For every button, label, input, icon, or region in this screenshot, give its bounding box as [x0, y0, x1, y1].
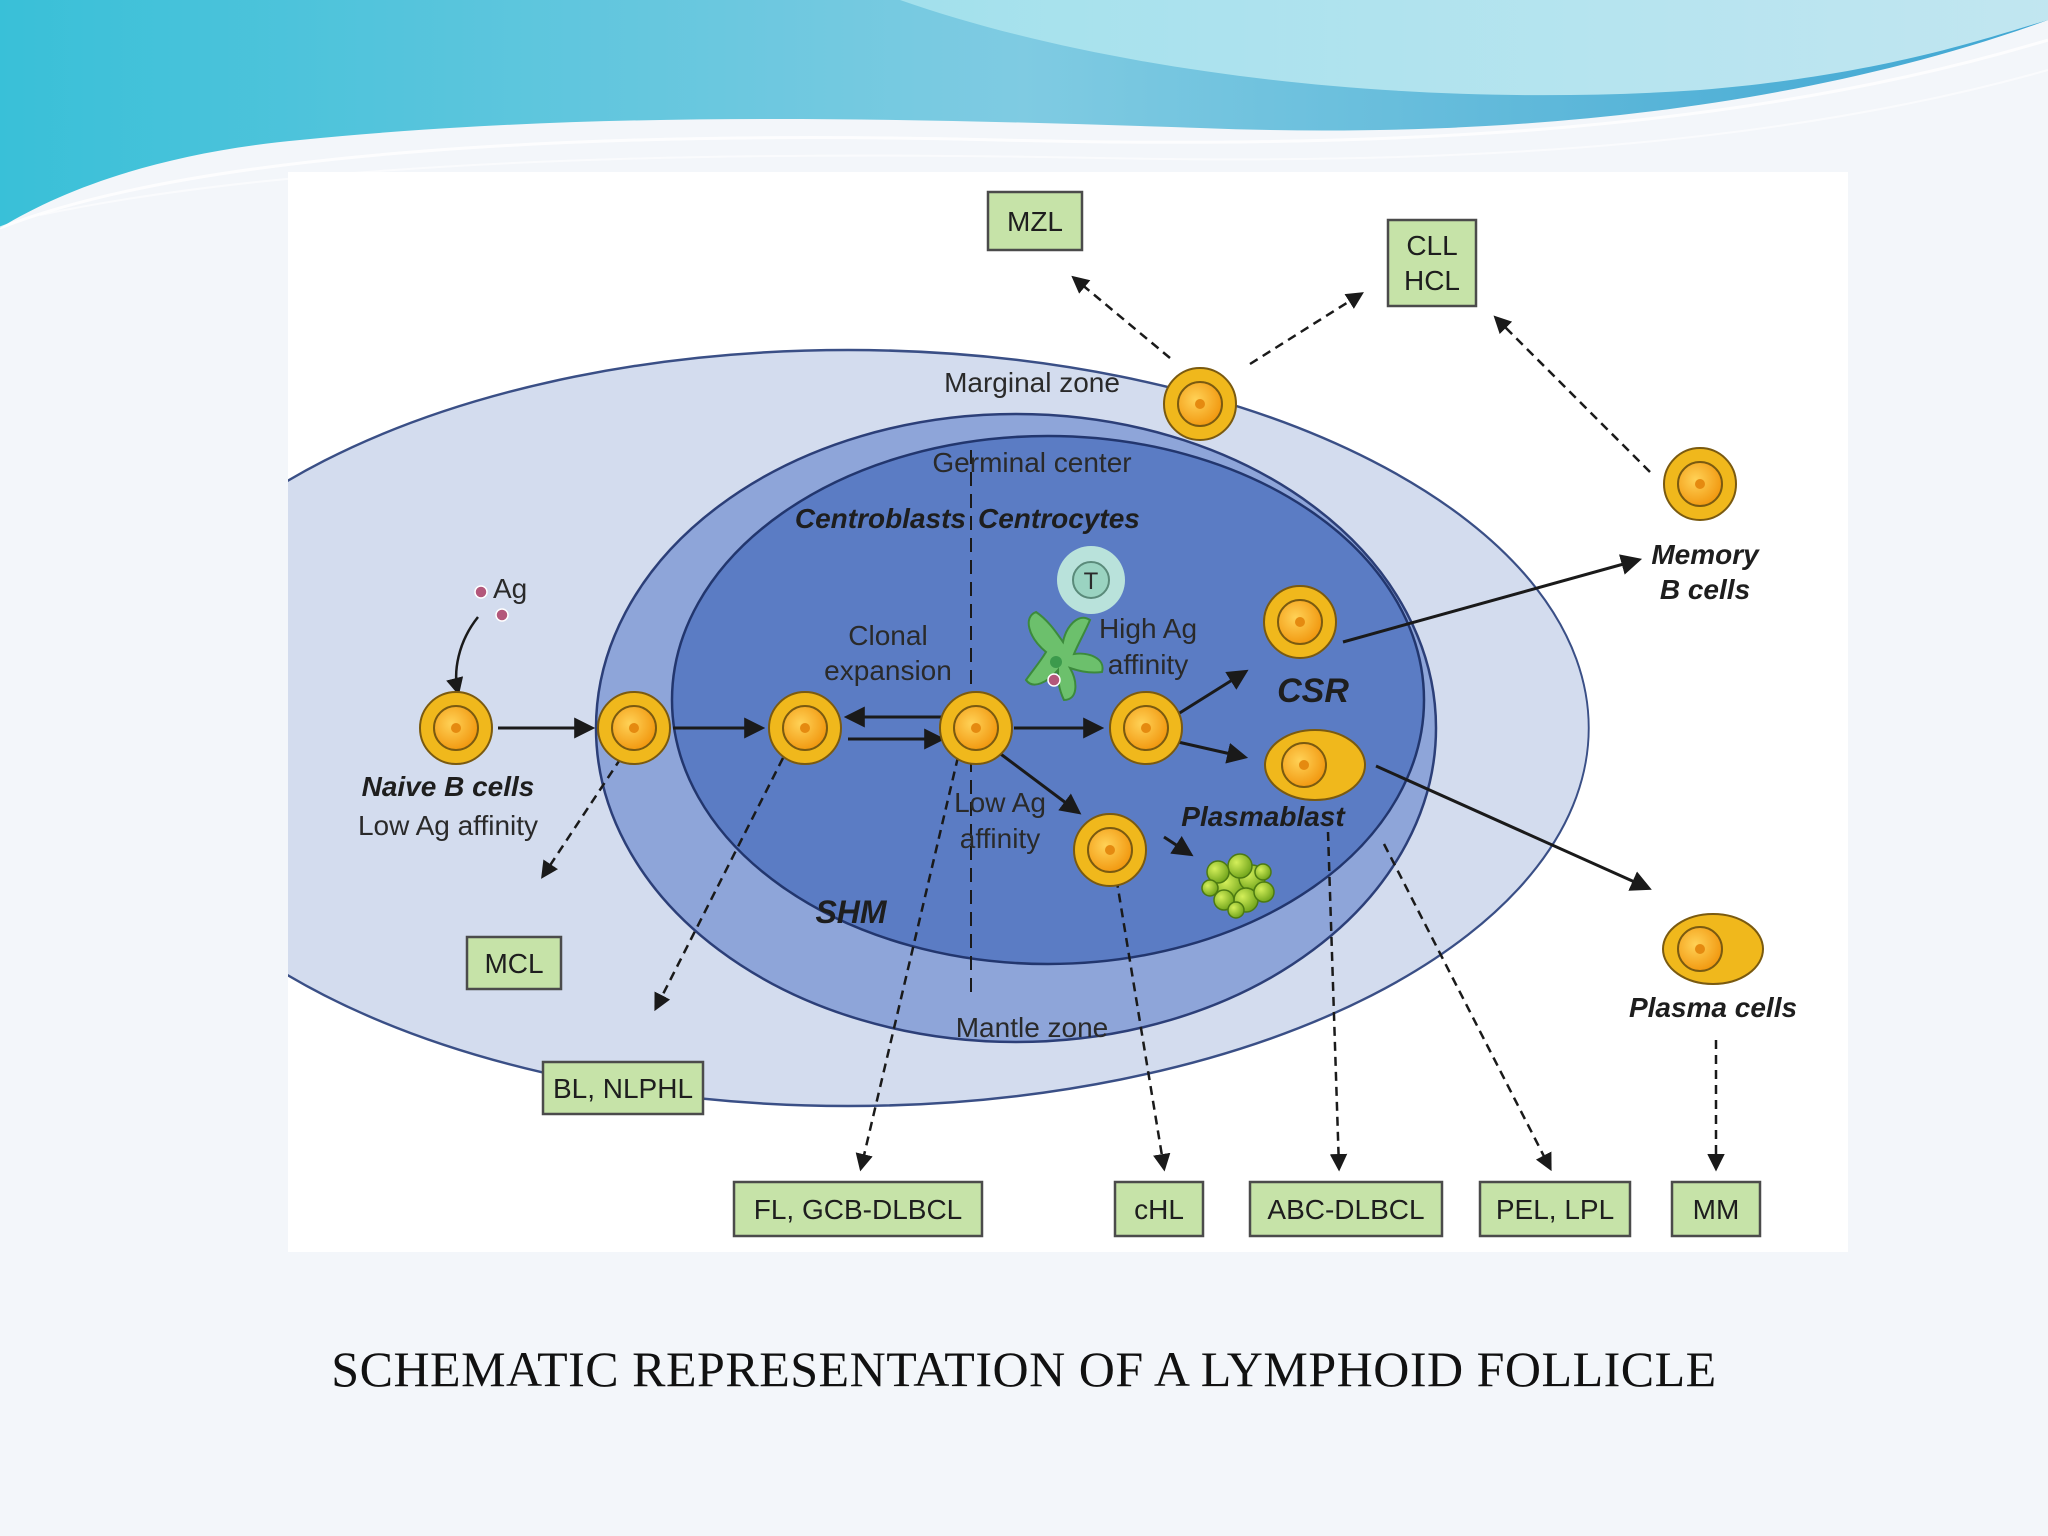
low-affinity-line2: affinity — [960, 823, 1040, 854]
plasmablast-label: Plasmablast — [1181, 801, 1346, 832]
box-cll-label: CLL — [1406, 230, 1457, 261]
box-pel-lpl-label: PEL, LPL — [1496, 1194, 1614, 1225]
centroblast-cell — [768, 691, 842, 765]
shm-label: SHM — [815, 894, 887, 930]
lymphoid-follicle-diagram: Marginal zone Germinal center Mantle zon… — [288, 190, 1797, 1238]
low-affinity-line1: Low Ag — [954, 787, 1046, 818]
marginal-zone-cell — [1163, 367, 1237, 441]
low-affinity-cell — [1073, 813, 1147, 887]
plasma-cell — [1662, 913, 1764, 985]
high-affinity-cell — [1109, 691, 1183, 765]
solid-arrows — [498, 554, 1652, 891]
memory-b-cell — [1663, 447, 1737, 521]
box-abc-label: ABC-DLBCL — [1267, 1194, 1424, 1225]
mantle-zone-label: Mantle zone — [956, 1012, 1109, 1043]
germinal-center-label: Germinal center — [932, 447, 1131, 478]
high-affinity-line2: affinity — [1108, 649, 1188, 680]
naive-affinity-label: Low Ag affinity — [358, 810, 538, 841]
box-chl-label: cHL — [1134, 1194, 1184, 1225]
centrocytes-label: Centrocytes — [978, 503, 1140, 534]
box-mzl: MZL — [986, 190, 1084, 252]
box-mm-label: MM — [1693, 1194, 1740, 1225]
box-mzl-label: MZL — [1007, 206, 1063, 237]
clonal-expansion-line1: Clonal — [848, 620, 927, 651]
box-chl: cHL — [1113, 1180, 1205, 1238]
box-fl-gcb-label: FL, GCB-DLBCL — [754, 1194, 963, 1225]
apoptotic-cell-cluster-icon — [1201, 853, 1275, 919]
box-bl-nlphl-label: BL, NLPHL — [553, 1073, 693, 1104]
naive-b-cell — [419, 691, 493, 765]
box-pel-lpl: PEL, LPL — [1478, 1180, 1632, 1238]
box-mcl: MCL — [465, 935, 563, 991]
plasmablast-cell — [1264, 729, 1366, 801]
box-abc-dlbcl: ABC-DLBCL — [1248, 1180, 1444, 1238]
memory-b-cells-line1: Memory — [1651, 539, 1760, 570]
antigen-dot — [474, 585, 488, 599]
memory-b-cells-line2: B cells — [1660, 574, 1750, 605]
centrocyte-cell — [939, 691, 1013, 765]
box-fl-gcb-dlbcl: FL, GCB-DLBCL — [732, 1180, 984, 1238]
box-mcl-label: MCL — [484, 948, 543, 979]
csr-label: CSR — [1277, 672, 1349, 710]
t-cell: T — [1057, 546, 1125, 614]
antigen-dot — [495, 608, 509, 622]
csr-cell — [1263, 585, 1337, 659]
box-mm: MM — [1670, 1180, 1762, 1238]
box-cll-hcl: CLL HCL — [1386, 218, 1478, 308]
slide-title: SCHEMATIC REPRESENTATION OF A LYMPHOID F… — [331, 1341, 1717, 1397]
dashed-arrows — [541, 275, 1725, 1172]
header-wave-decoration — [0, 0, 2048, 230]
germinal-center-region — [670, 434, 1426, 966]
box-hcl-label: HCL — [1404, 265, 1460, 296]
antigen-label: Ag — [493, 573, 527, 604]
plasma-cells-label: Plasma cells — [1629, 992, 1797, 1023]
box-bl-nlphl: BL, NLPHL — [541, 1060, 705, 1116]
antigen-dot — [1047, 673, 1061, 687]
naive-b-cells-label: Naive B cells — [362, 771, 535, 802]
marginal-zone-label: Marginal zone — [944, 367, 1120, 398]
centroblasts-label: Centroblasts — [795, 503, 966, 534]
mantle-b-cell — [597, 691, 671, 765]
clonal-expansion-line2: expansion — [824, 655, 952, 686]
t-cell-label: T — [1084, 568, 1099, 595]
antigen-arrow — [446, 616, 479, 696]
high-affinity-line1: High Ag — [1099, 613, 1197, 644]
